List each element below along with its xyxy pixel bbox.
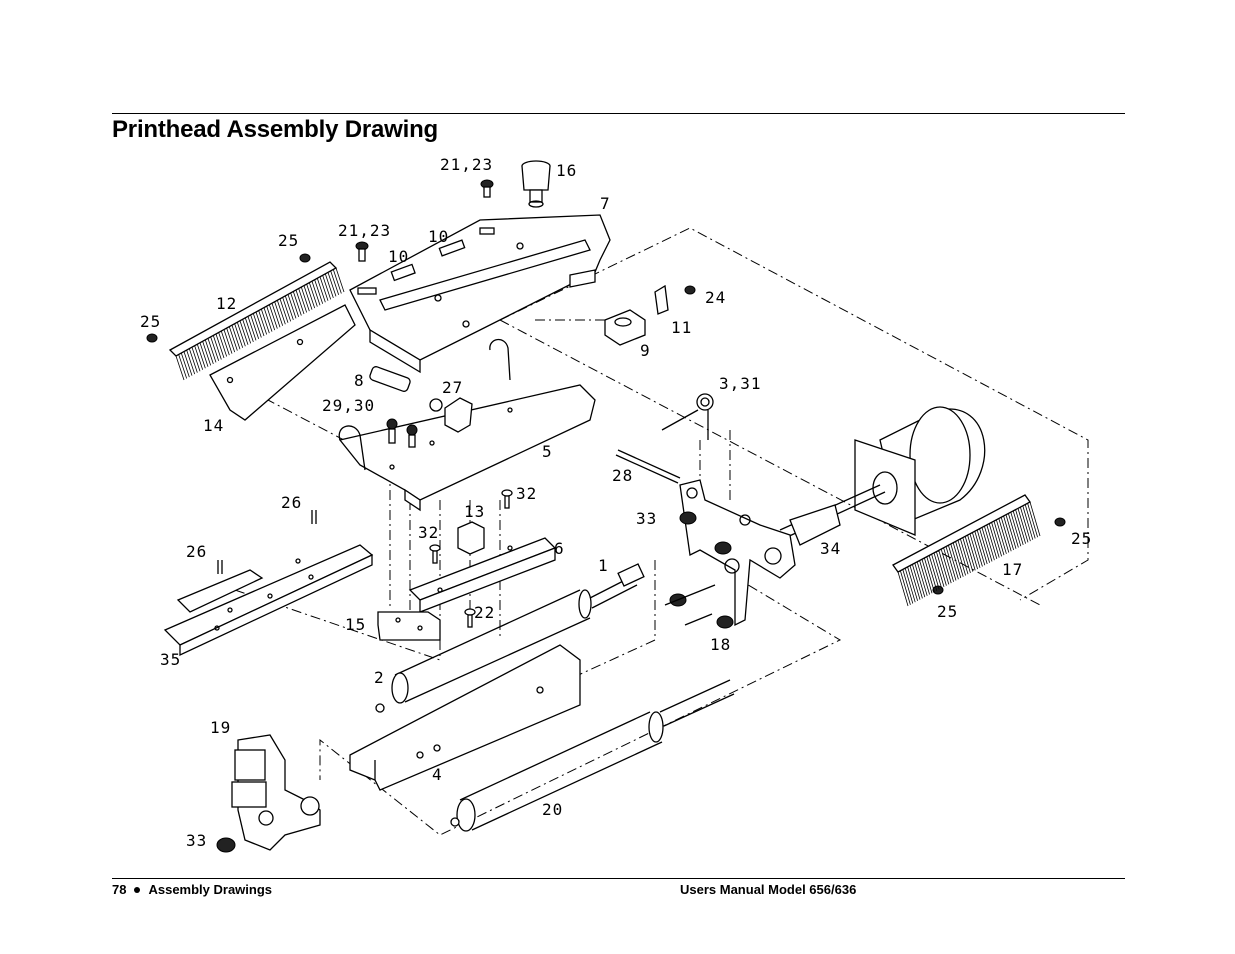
callout-26-b: 26 [186,542,207,561]
top-carriage-plate [349,214,611,374]
screw-22 [464,608,476,628]
pins-10 [390,239,466,282]
bracket-27 [429,397,473,433]
footer-page-info: 78 Assembly Drawings [112,882,272,897]
callout-14: 14 [203,416,224,435]
clamp-9-11 [604,284,696,346]
callout-17: 17 [1002,560,1023,579]
callout-16: 16 [556,161,577,180]
page-number: 78 [112,882,127,897]
footer-rule [112,878,1125,879]
callout-5: 5 [542,442,553,461]
roller-8 [369,366,411,392]
callout-28: 28 [612,466,633,485]
callout-10-b: 10 [428,227,449,246]
callout-4: 4 [432,765,443,784]
header-rule [112,113,1125,114]
callout-33-a: 33 [636,509,657,528]
callout-29-30: 29,30 [322,396,375,415]
callout-13: 13 [464,502,485,521]
callout-9: 9 [640,341,651,360]
screws-29-30 [386,418,418,448]
motor-34 [779,406,986,546]
deflector-plate-14 [209,304,356,421]
shaft-28 [615,449,681,484]
callout-26-a: 26 [281,493,302,512]
callout-2: 2 [374,668,385,687]
callout-1: 1 [598,556,609,575]
callout-25-d: 25 [937,602,958,621]
callout-34: 34 [820,539,841,558]
screw-16 [521,160,551,208]
callout-35: 35 [160,650,181,669]
spring-3-31 [661,393,714,440]
side-plate-19 [216,734,321,853]
callout-15: 15 [345,615,366,634]
callout-32-b: 32 [418,523,439,542]
section-name: Assembly Drawings [148,882,273,897]
bracket-6 [408,537,557,613]
side-bracket [664,479,796,629]
callout-8: 8 [354,371,365,390]
callout-25-a: 25 [278,231,299,250]
callout-22: 22 [474,603,495,622]
callout-labels: 21,23 16 7 25 21,23 10 10 12 25 24 11 9 … [140,155,1092,850]
screws-21-23 [355,179,494,262]
callout-33-b: 33 [186,831,207,850]
callout-12: 12 [216,294,237,313]
callout-20: 20 [542,800,563,819]
bullet-icon [134,887,141,894]
roller-20 [450,679,735,832]
arm-4 [349,644,581,791]
callout-10-a: 10 [388,247,409,266]
callout-25-b: 25 [140,312,161,331]
base-frame-5 [338,338,596,512]
callout-19: 19 [210,718,231,737]
callout-11: 11 [671,318,692,337]
printhead-35 [163,544,374,657]
callout-21-23-top: 21,23 [440,155,493,174]
callout-32-a: 32 [516,484,537,503]
callout-6: 6 [554,539,565,558]
callout-24: 24 [705,288,726,307]
page-title: Printhead Assembly Drawing [112,116,438,143]
clips-26 [217,510,317,574]
roller-1-2 [375,563,645,713]
manual-title: Users Manual Model 656/636 [680,882,857,897]
screws-32 [429,489,513,564]
callout-25-c: 25 [1071,529,1092,548]
callout-7: 7 [600,194,611,213]
callout-27: 27 [442,378,463,397]
callout-3-31: 3,31 [719,374,762,393]
block-13 [457,521,485,555]
callout-18: 18 [710,635,731,654]
callout-21-23: 21,23 [338,221,391,240]
plate-15 [377,611,441,641]
